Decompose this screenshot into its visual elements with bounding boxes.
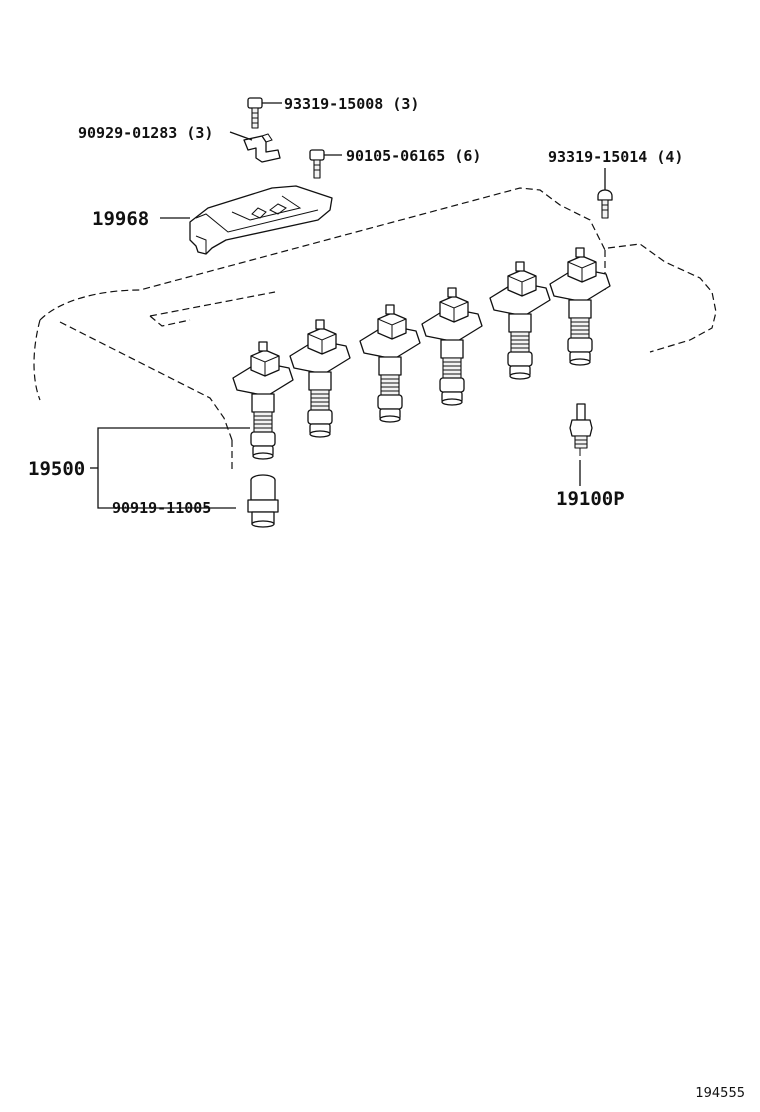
leader-lines <box>90 102 606 509</box>
ignition-coil-1 <box>232 341 294 460</box>
bracket-part <box>243 133 281 163</box>
ignition-coil-6 <box>549 247 611 366</box>
coil-group <box>232 247 611 460</box>
spark-plug-part <box>569 403 593 456</box>
ignition-coil-5 <box>489 261 551 380</box>
label-90105-06165: 90105-06165 (6) <box>346 147 481 165</box>
bolt-right-part <box>597 189 613 219</box>
label-93319-15014: 93319-15014 (4) <box>548 148 683 166</box>
bolt-top-part <box>247 97 263 129</box>
boot-part <box>247 474 279 528</box>
bolt-mid-part <box>309 149 325 179</box>
ignition-coil-4 <box>421 287 483 406</box>
ignition-coil-3 <box>359 304 421 423</box>
label-19968: 19968 <box>92 208 149 230</box>
label-93319-15008: 93319-15008 (3) <box>284 95 419 113</box>
ignition-coil-2 <box>289 319 351 438</box>
label-19500: 19500 <box>28 458 85 480</box>
label-90929-01283: 90929-01283 (3) <box>78 124 213 142</box>
label-19100P: 19100P <box>556 488 625 510</box>
label-90919-11005: 90919-11005 <box>112 499 211 517</box>
figure-id: 194555 <box>695 1086 745 1101</box>
cover-plate-part <box>189 185 333 255</box>
